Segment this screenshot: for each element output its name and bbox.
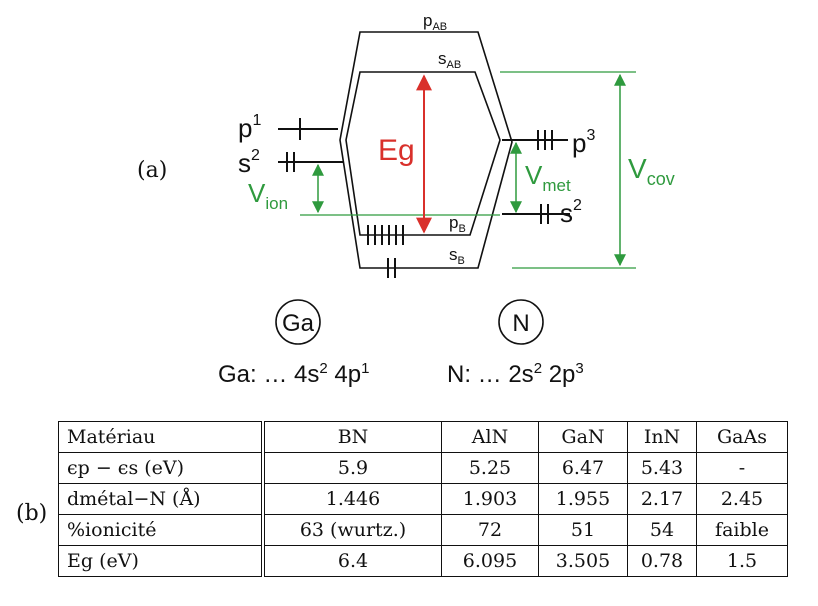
table-cell: 6.095 [441,545,539,577]
table-cell: 1.903 [441,483,539,515]
table-cell: 6.47 [538,452,628,484]
table-cell: 72 [441,514,539,546]
table-header-cell: GaAs [696,421,788,453]
ga-atom-circle [275,299,321,345]
table-row-label: %ionicité [58,514,265,546]
n-electron-config: N: … 2s2 2p3 [447,360,584,388]
table-cell: 6.4 [262,545,442,577]
energy-level-diagram: pAB sAB pB sB p1 s2 p3 s2 Eg Vion Vmet V… [238,11,675,345]
table-row: %ionicité 63 (wurtz.) 72 51 54 faible [58,514,788,546]
p-b-label: pB [449,213,466,235]
table-cell: 3.505 [538,545,628,577]
panel-label-a: (a) [137,158,168,183]
table-cell: 5.43 [627,452,697,484]
table-cell: - [696,452,788,484]
properties-table: Matériau BN AlN GaN InN GaAs ϵp − ϵs (eV… [58,421,788,577]
table-row-label: Eg (eV) [58,545,265,577]
table-row-label: ϵp − ϵs (eV) [58,452,265,484]
table-cell: 5.25 [441,452,539,484]
bonding-p-electrons [367,225,404,245]
ga-p-label: p1 [238,112,261,143]
table-header-row: Matériau BN AlN GaN InN GaAs [58,421,788,453]
n-atom-label: N [512,310,529,337]
table-cell: 51 [538,514,628,546]
bonding-s-electrons [387,258,396,278]
table-row: ϵp − ϵs (eV) 5.9 5.25 6.47 5.43 - [58,452,788,484]
table-cell: 2.45 [696,483,788,515]
table-cell: 1.955 [538,483,628,515]
eg-label: Eg [378,134,415,167]
ga-s-label: s2 [238,147,260,178]
panel-label-b: (b) [16,501,48,526]
table-cell: 1.446 [262,483,442,515]
table-cell: 54 [627,514,697,546]
table-row-label: dmétal−N (Å) [58,483,265,515]
table-cell: 2.17 [627,483,697,515]
s-b-label: sB [449,245,465,267]
n-s-label: s2 [560,197,582,228]
table-cell: 5.9 [262,452,442,484]
n-p-label: p3 [572,127,595,158]
n-atom-circle [498,299,544,345]
sab-pb-hexagon [345,71,501,236]
ga-atom-label: Ga [282,310,315,337]
table-cell: 0.78 [627,545,697,577]
p-ab-label: pAB [423,11,447,33]
table-cell: 63 (wurtz.) [262,514,442,546]
ga-electron-config: Ga: … 4s2 4p1 [218,360,370,388]
v-ion-label: Vion [248,178,288,213]
v-met-label: Vmet [525,160,571,195]
s-ab-label: sAB [438,49,461,71]
table-header-cell: Matériau [58,421,265,453]
pab-sb-hexagon [339,31,513,269]
v-cov-label: Vcov [628,153,675,189]
table-header-cell: BN [262,421,442,453]
table-header-cell: AlN [441,421,539,453]
table-row: dmétal−N (Å) 1.446 1.903 1.955 2.17 2.45 [58,483,788,515]
table-header-cell: InN [627,421,697,453]
table-header-cell: GaN [538,421,628,453]
table-row: Eg (eV) 6.4 6.095 3.505 0.78 1.5 [58,545,788,577]
table-cell: faible [696,514,788,546]
table-cell: 1.5 [696,545,788,577]
